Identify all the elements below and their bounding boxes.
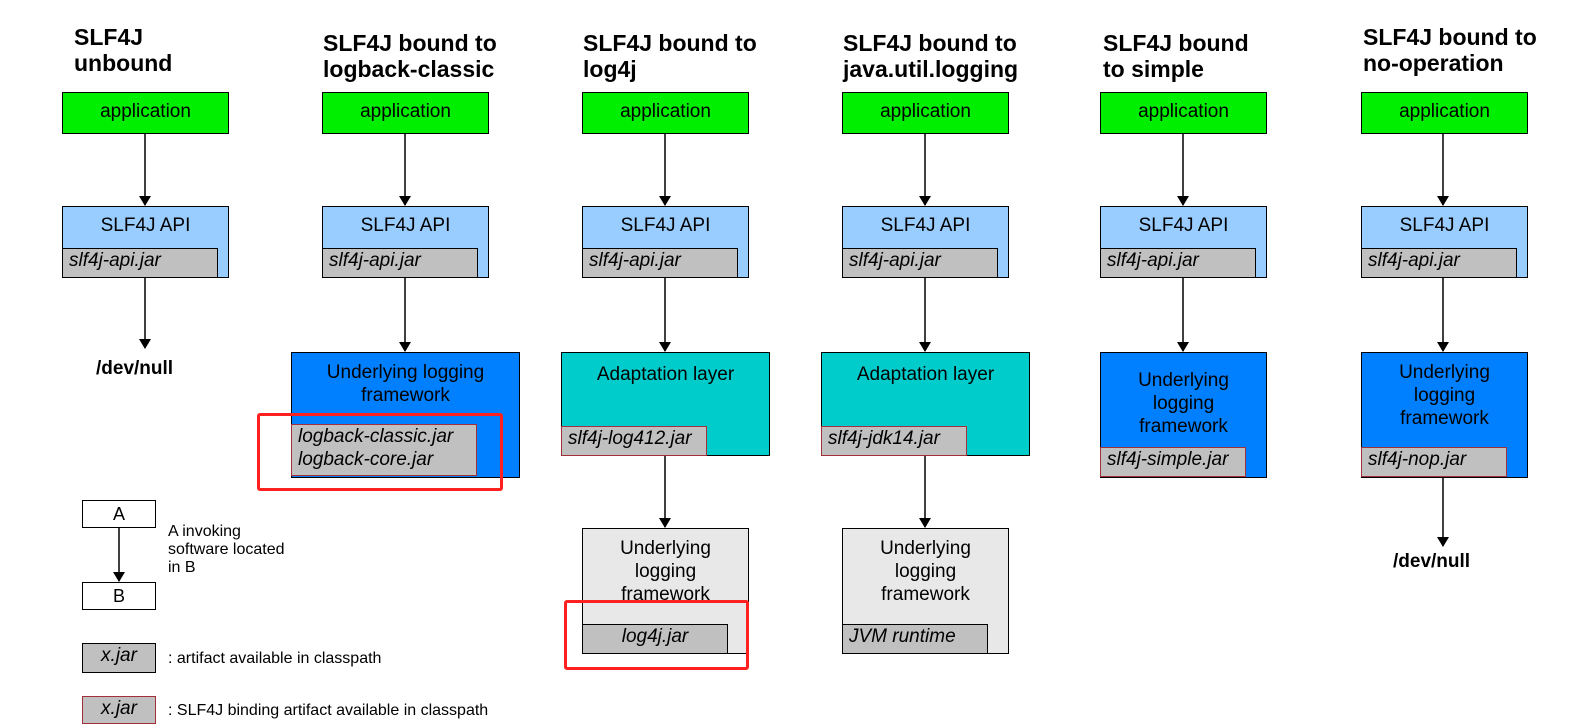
application-box: application (1100, 92, 1267, 134)
application-box: application (62, 92, 229, 134)
title-nop: SLF4J bound to no-operation (1363, 24, 1537, 76)
slf4j-api-label: SLF4J API (880, 215, 971, 236)
framework-label: Underlying logging framework (1399, 362, 1490, 429)
jar-slf4j-log412: slf4j-log412.jar (561, 426, 707, 456)
legend-jar-text: : artifact available in classpath (168, 650, 382, 667)
slf4j-api-label: SLF4J API (100, 215, 191, 236)
dev-null-label: /dev/null (1393, 551, 1471, 572)
jar-logback: logback-classic.jar logback-core.jar (291, 424, 477, 476)
framework-label: Underlying logging framework (1138, 370, 1229, 437)
framework-label: Underlying logging framework (620, 538, 711, 605)
slf4j-api-label: SLF4J API (1399, 215, 1490, 236)
highlight-box (257, 413, 503, 491)
legend-box-a: A (82, 500, 156, 528)
jar-jvm-runtime: JVM runtime (842, 624, 988, 654)
slf4j-api-label: SLF4J API (620, 215, 711, 236)
legend-binding-jar: x.jar (82, 696, 156, 724)
application-box: application (322, 92, 489, 134)
title-unbound: SLF4J unbound (74, 24, 173, 76)
jar-slf4j-api: slf4j-api.jar (1361, 248, 1517, 278)
jar-slf4j-jdk14: slf4j-jdk14.jar (821, 426, 967, 456)
application-box: application (842, 92, 1009, 134)
legend-jar: x.jar (82, 643, 156, 673)
application-box: application (582, 92, 749, 134)
legend-binding-text: : SLF4J binding artifact available in cl… (168, 702, 489, 719)
title-jul: SLF4J bound to java.util.logging (843, 30, 1019, 82)
slf4j-api-label: SLF4J API (360, 215, 451, 236)
jar-slf4j-api: slf4j-api.jar (322, 248, 478, 278)
framework-label: Underlying logging framework (880, 538, 971, 605)
highlight-box (564, 600, 749, 670)
jar-slf4j-api: slf4j-api.jar (842, 248, 998, 278)
title-log4j: SLF4J bound to log4j (583, 30, 757, 82)
jar-slf4j-simple: slf4j-simple.jar (1100, 447, 1246, 477)
jar-slf4j-nop: slf4j-nop.jar (1361, 447, 1507, 477)
title-logback: SLF4J bound to logback-classic (323, 30, 497, 82)
jar-log4j: log4j.jar (582, 624, 728, 654)
title-simple: SLF4J bound to simple (1103, 30, 1249, 82)
legend-box-b: B (82, 582, 156, 610)
slf4j-api-label: SLF4J API (1138, 215, 1229, 236)
jar-slf4j-api: slf4j-api.jar (62, 248, 218, 278)
adaptation-layer-label: Adaptation layer (856, 364, 995, 385)
jar-slf4j-api: slf4j-api.jar (582, 248, 738, 278)
adaptation-layer-label: Adaptation layer (596, 364, 735, 385)
jar-slf4j-api: slf4j-api.jar (1100, 248, 1256, 278)
legend-invoke-text: A invoking software located in B (168, 523, 285, 576)
application-box: application (1361, 92, 1528, 134)
dev-null-label: /dev/null (96, 358, 174, 379)
framework-label: Underlying logging framework (326, 362, 485, 406)
